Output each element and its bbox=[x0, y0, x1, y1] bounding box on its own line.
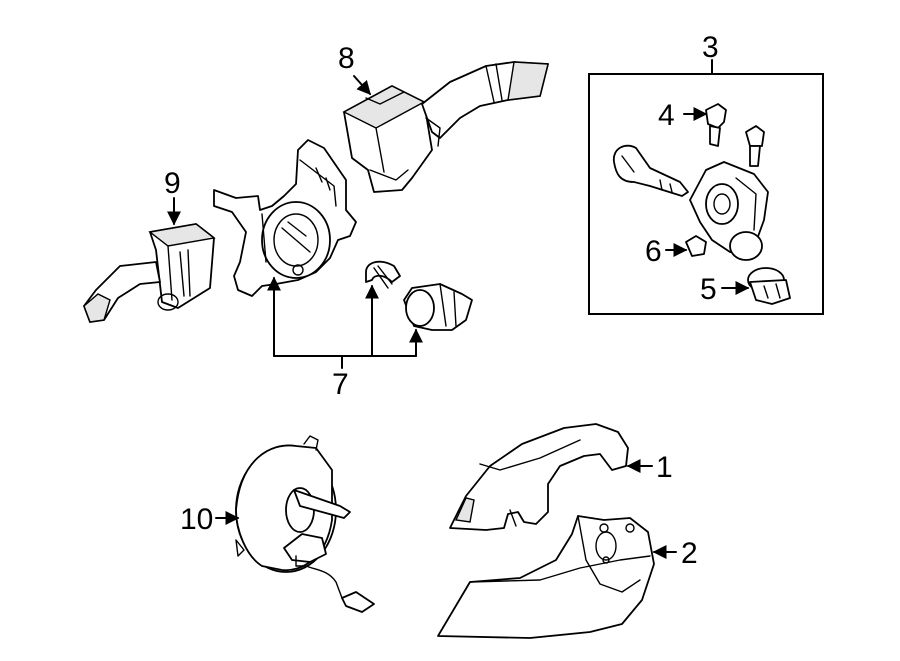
part-3-ignition-lock-box bbox=[588, 73, 824, 315]
part-8-wiper-switch bbox=[342, 61, 549, 193]
callout-2: 2 bbox=[681, 537, 698, 570]
callout-3: 3 bbox=[702, 31, 719, 64]
callout-10: 10 bbox=[180, 503, 213, 536]
callout-9: 9 bbox=[164, 167, 181, 200]
callout-1: 1 bbox=[656, 451, 673, 484]
leader-lines bbox=[167, 59, 750, 559]
part-2-lower-shroud bbox=[437, 515, 655, 639]
part-7-switch-housing bbox=[213, 139, 357, 297]
callout-5: 5 bbox=[700, 273, 717, 306]
part-9-turn-signal-switch bbox=[83, 223, 216, 323]
callout-6: 6 bbox=[645, 235, 662, 268]
callout-labels: 1 2 3 4 5 6 7 8 9 10 bbox=[164, 31, 719, 570]
part-7-clip bbox=[365, 260, 401, 289]
callout-8: 8 bbox=[338, 42, 355, 75]
part-7-connector bbox=[403, 283, 473, 331]
callout-4: 4 bbox=[658, 99, 675, 132]
part-10-clock-spring bbox=[235, 435, 375, 613]
callout-7: 7 bbox=[332, 368, 349, 401]
part-1-upper-shroud bbox=[449, 423, 629, 531]
